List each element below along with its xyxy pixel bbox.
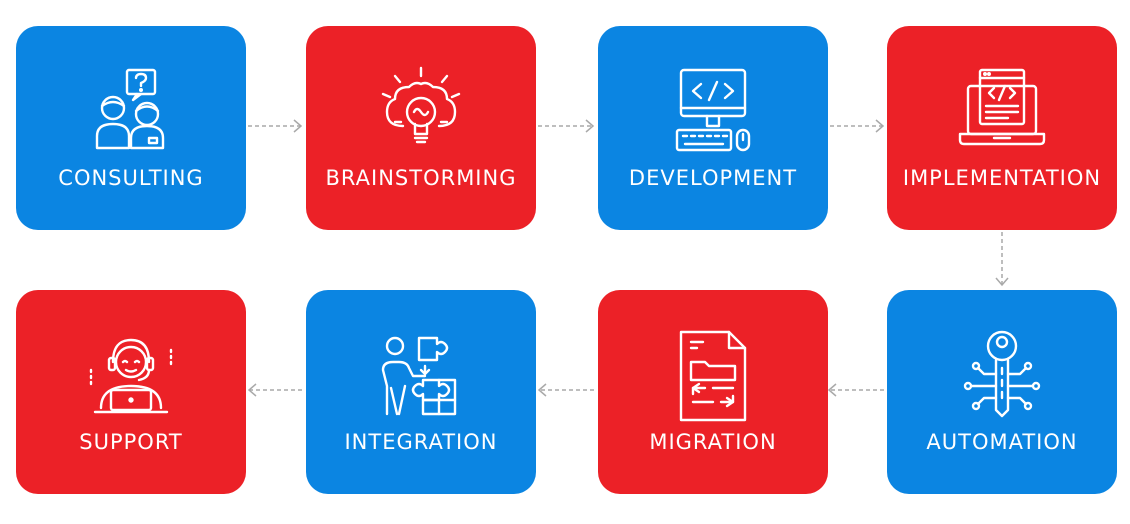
document-folder-transfer-icon xyxy=(665,328,761,424)
connector-consulting-to-brainstorming xyxy=(248,119,303,133)
step-label: CONSULTING xyxy=(58,166,204,190)
step-implementation: IMPLEMENTATION xyxy=(887,26,1117,230)
step-migration: MIGRATION xyxy=(598,290,828,494)
step-label: DEVELOPMENT xyxy=(628,166,798,190)
connector-automation-to-migration xyxy=(827,383,884,397)
connector-development-to-implementation xyxy=(830,119,885,133)
step-label: INTEGRATION xyxy=(344,430,498,454)
step-label: IMPLEMENTATION xyxy=(902,166,1102,190)
connector-implementation-to-automation xyxy=(995,232,1009,287)
consulting-people-question-icon xyxy=(83,64,179,160)
computer-code-icon xyxy=(665,64,761,160)
step-label: BRAINSTORMING xyxy=(325,166,517,190)
step-brainstorming: BRAINSTORMING xyxy=(306,26,536,230)
connector-integration-to-support xyxy=(247,383,302,397)
laptop-code-icon xyxy=(954,64,1050,160)
connector-brainstorming-to-development xyxy=(538,119,595,133)
support-agent-laptop-icon xyxy=(83,328,179,424)
step-label: MIGRATION xyxy=(649,430,777,454)
brain-lightbulb-icon xyxy=(373,64,469,160)
step-automation: AUTOMATION xyxy=(887,290,1117,494)
step-support: SUPPORT xyxy=(16,290,246,494)
step-consulting: CONSULTING xyxy=(16,26,246,230)
key-circuit-icon xyxy=(954,328,1050,424)
step-integration: INTEGRATION xyxy=(306,290,536,494)
step-label: AUTOMATION xyxy=(926,430,1078,454)
step-development: DEVELOPMENT xyxy=(598,26,828,230)
person-puzzle-icon xyxy=(373,328,469,424)
connector-migration-to-integration xyxy=(537,383,594,397)
step-label: SUPPORT xyxy=(79,430,183,454)
